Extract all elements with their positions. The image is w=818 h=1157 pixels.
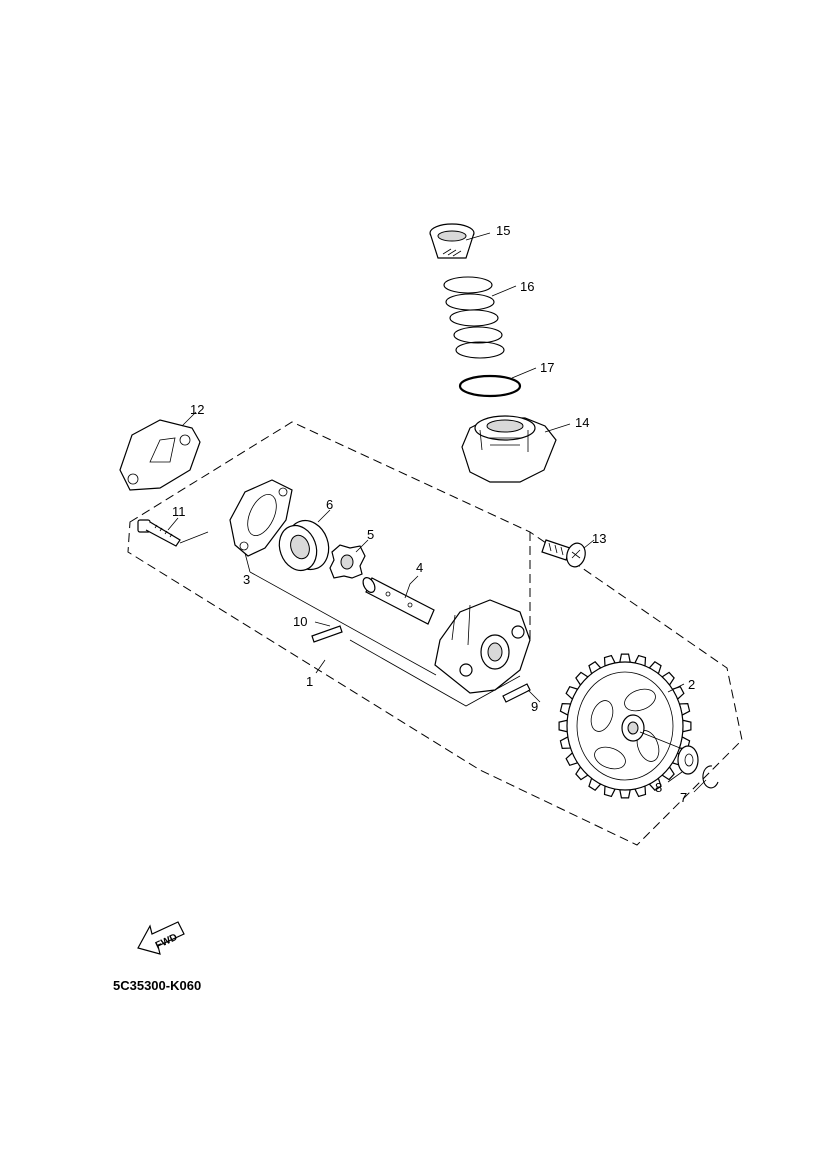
callout-13: 13 — [592, 531, 606, 546]
part-3-cover-plate — [229, 479, 293, 573]
callout-15: 15 — [496, 223, 510, 238]
part-9-pin — [502, 683, 541, 703]
part-12-gasket — [119, 411, 201, 491]
gear-tooth — [619, 653, 631, 663]
part-4-shaft — [362, 575, 435, 625]
assembly-boundary — [127, 421, 743, 846]
callout-5: 5 — [367, 527, 374, 542]
callout-14: 14 — [575, 415, 589, 430]
forward-arrow-icon: FWD — [137, 921, 185, 955]
callout-1: 1 — [306, 674, 313, 689]
part-10-pin — [311, 621, 343, 643]
part-7-circlip — [693, 765, 719, 793]
callout-16: 16 — [520, 279, 534, 294]
part-14-strainer-cap — [461, 415, 571, 483]
part-1-pump-body — [249, 571, 531, 707]
part-8-washer — [667, 745, 699, 783]
gear-tooth — [682, 719, 692, 733]
part-2-gear — [558, 653, 692, 799]
callout-3: 3 — [243, 572, 250, 587]
part-11-bolt — [137, 517, 209, 547]
callout-8: 8 — [655, 780, 662, 795]
gear-tooth — [558, 719, 568, 733]
part-17-o-ring — [458, 367, 537, 398]
callout-6: 6 — [326, 497, 333, 512]
part-5-inner-rotor — [329, 539, 369, 579]
part-13-screw — [541, 539, 595, 568]
part-15-plug — [429, 223, 491, 259]
gear-tooth — [619, 789, 631, 799]
part-6-outer-rotor — [278, 509, 331, 572]
part-16-spring — [443, 276, 517, 359]
callout-9: 9 — [531, 699, 538, 714]
callout-12: 12 — [190, 402, 204, 417]
callout-11: 11 — [172, 504, 186, 519]
callout-4: 4 — [416, 560, 423, 575]
callout-10: 10 — [293, 614, 307, 629]
callout-2: 2 — [688, 677, 695, 692]
diagram-code: 5C35300-K060 — [113, 978, 201, 993]
callout-7: 7 — [680, 790, 687, 805]
callout-17: 17 — [540, 360, 554, 375]
